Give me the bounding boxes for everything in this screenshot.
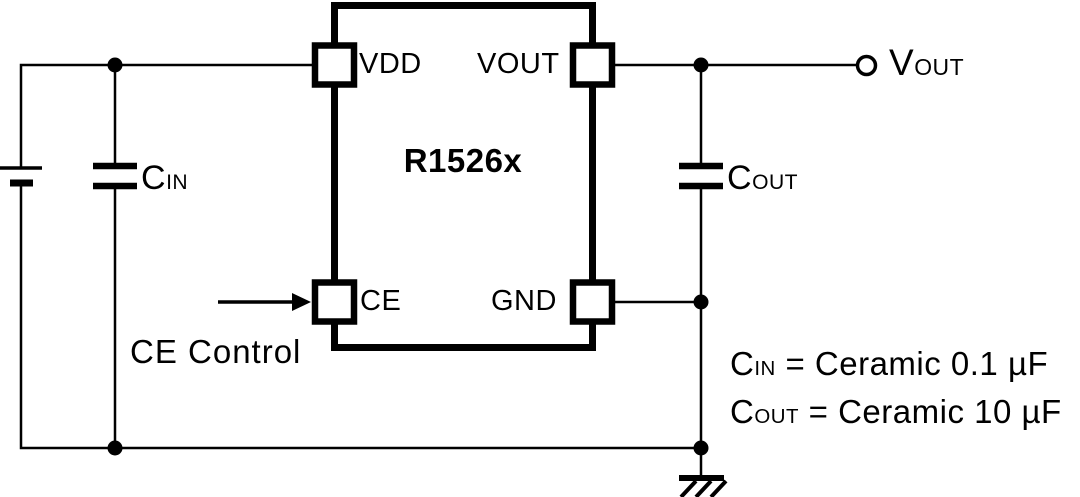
note-cout-subscript: OUT xyxy=(754,405,799,428)
cout-subscript: OUT xyxy=(752,171,799,194)
pin-label-vout: VOUT xyxy=(477,48,560,80)
cout-capacitor-icon xyxy=(679,162,723,190)
pin-ce xyxy=(311,279,358,325)
ic-body xyxy=(331,2,596,351)
note-cout-text: = Ceramic 10 µF xyxy=(798,393,1062,430)
junction-dot xyxy=(693,57,709,73)
ce-control-label: CE Control xyxy=(130,333,302,370)
cin-symbol: C xyxy=(141,159,167,197)
wire-ground-return xyxy=(19,184,701,450)
ic-part-number: R1526x xyxy=(403,142,523,179)
note-cin-subscript: IN xyxy=(754,357,776,380)
cin-capacitor-icon xyxy=(93,162,137,190)
cout-label: COUT xyxy=(727,161,798,195)
junction-dot xyxy=(107,57,123,73)
vout-terminal-label: VOUT xyxy=(889,44,964,81)
pin-label-ce: CE xyxy=(360,285,402,317)
junction-dot xyxy=(693,440,709,456)
note-cin-text: = Ceramic 0.1 µF xyxy=(775,345,1049,382)
ce-arrow-icon xyxy=(218,293,311,311)
wires xyxy=(19,63,857,477)
vout-terminal-icon xyxy=(855,54,878,77)
wire-vdd-input xyxy=(19,63,316,168)
ground-icon xyxy=(679,475,728,497)
pin-label-gnd: GND xyxy=(491,285,557,317)
pin-gnd xyxy=(569,279,616,325)
junction-dot xyxy=(693,294,709,310)
cin-subscript: IN xyxy=(166,171,189,194)
pin-vout xyxy=(569,42,616,88)
vout-symbol: V xyxy=(889,42,915,83)
note-cin-symbol: C xyxy=(730,345,755,382)
junction-dot xyxy=(107,440,123,456)
note-cout-symbol: C xyxy=(730,393,755,430)
cin-label: CIN xyxy=(141,161,188,195)
note-cout-value: COUT = Ceramic 10 µF xyxy=(730,395,1062,428)
junction-dots xyxy=(107,57,709,456)
vout-subscript: OUT xyxy=(914,54,965,80)
note-cin-value: CIN = Ceramic 0.1 µF xyxy=(730,347,1048,380)
pin-label-vdd: VDD xyxy=(359,48,422,80)
battery-icon xyxy=(0,166,42,187)
pin-vdd xyxy=(311,42,358,88)
ic-pins xyxy=(311,42,616,325)
cout-symbol: C xyxy=(727,159,753,197)
